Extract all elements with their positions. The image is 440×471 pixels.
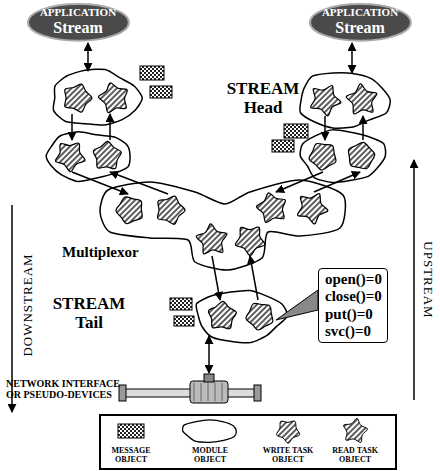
message-object [174,316,194,326]
message-object [150,86,172,98]
read-task-object [158,196,186,224]
module-object [46,132,130,182]
layer-label: Multiplexor [62,244,139,261]
read-task-object [346,84,377,114]
write-task-object [309,143,336,170]
flow-arrow [351,43,353,73]
application-stream: APPLICATIONStream [309,3,412,42]
callout-pointer [276,290,318,320]
read-task-object [235,227,265,256]
flow-arrow [212,256,220,300]
write-task-object [208,301,236,328]
method-callout: open()=0close()=0put()=0svc()=0 [318,268,388,343]
legend-label: MODULE OBJECT [180,446,240,464]
write-task-object [311,85,341,116]
read-task-object [246,303,273,330]
flow-arrow [208,336,210,373]
flow-arrow [314,172,360,192]
write-task-object [256,193,285,223]
direction-label: UPSTREAM [421,241,435,318]
read-task-object [93,141,121,168]
read-task-object [297,194,327,224]
legend-write-task-sample [276,421,299,443]
legend-label: WRITE TASK OBJECT [258,446,318,464]
node-text: open()=0 [325,271,381,288]
node-text: Stream [335,19,384,37]
application-stream: APPLICATIONStream [27,3,130,42]
write-task-object [196,224,227,254]
flow-arrow [362,116,364,140]
write-task-object [116,197,142,224]
message-object [284,124,308,138]
legend-module-sample [183,420,237,442]
read-task-object [98,83,127,113]
message-object [170,298,192,310]
legend-message-sample [118,424,144,438]
flow-arrow [87,43,89,71]
node-text: APPLICATION [40,6,116,19]
write-task-object [55,143,85,172]
flow-arrow [109,114,111,140]
module-object [53,69,142,125]
read-task-object [348,142,374,168]
direction-label: DOWNSTREAM [21,253,35,356]
flow-arrow [71,114,73,140]
flow-arrow [110,172,168,194]
write-task-object [65,84,92,112]
node-text: svc()=0 [325,323,381,340]
legend-label: READ TASK OBJECT [325,446,385,464]
flow-arrow [276,172,323,192]
legend-read-task-sample [344,418,368,442]
device-label: NETWORK INTERFACE OR PSEUDO-DEVICES [6,378,122,400]
network-device [119,374,261,403]
module-object [300,130,385,183]
flow-arrow [250,256,258,300]
node-text: close()=0 [325,288,381,305]
message-object [140,66,164,80]
legend-label: MESSAGE OBJECT [101,446,161,464]
flow-arrow [413,160,415,400]
node-text: put()=0 [325,306,381,323]
message-object [272,140,294,152]
layer-label: STREAM Head [222,80,304,117]
layer-label: STREAM Tail [48,295,130,332]
module-object [300,73,390,128]
module-object [196,290,287,342]
flow-arrow [324,116,326,140]
node-text: APPLICATION [322,6,398,19]
node-text: Stream [53,19,102,37]
legend-frame [100,415,396,469]
